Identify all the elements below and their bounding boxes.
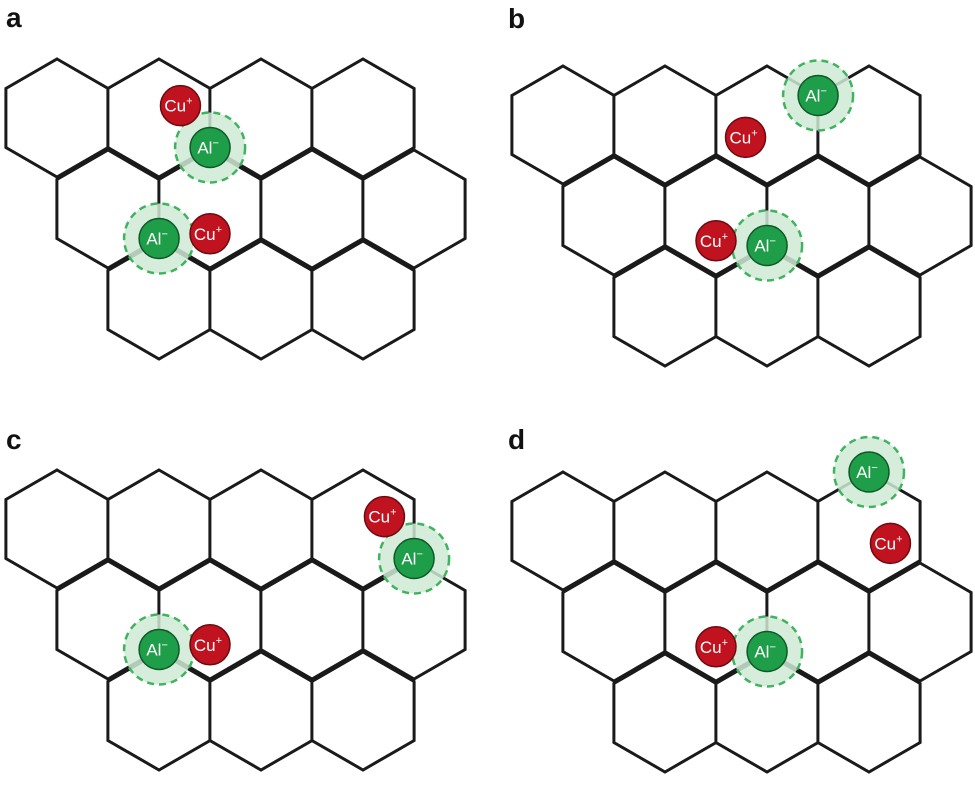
al-ion-label: Al− [401,549,423,569]
al-ion-ball [746,630,788,673]
al-ion: Al− [377,522,451,595]
hexagon-cell [310,650,416,772]
cu-ion-ball [869,522,912,565]
panel-label: d [508,424,526,455]
cu-ion-ball [363,495,406,538]
al-ion-ball [189,126,231,169]
hexagon-cell [867,561,973,683]
hexagon-cell [361,559,467,681]
cu-ion: Cu+ [695,220,737,262]
cu-ion: Cu+ [363,495,406,538]
cu-ion-label: Cu+ [874,533,902,553]
al-ion-ball [848,451,890,493]
cu-ion-label: Cu+ [194,224,222,244]
al-ion-ball [138,217,180,260]
panel-label: b [508,3,526,34]
al-ion: Al− [122,613,196,686]
lattice-diagram: Al− Al− Cu+ Cu+ [510,435,973,774]
cu-ion: Cu+ [159,84,202,127]
lattice-diagram: Al− Al− Cu+ Cu+ [4,468,467,772]
cu-ion-ball [189,213,231,255]
cu-ion: Cu+ [189,624,231,666]
al-ion-label: Al− [805,86,827,106]
panel-label: c [6,424,22,455]
al-ion-ball [393,537,435,580]
al-ion: Al− [781,59,855,132]
panel-label: a [6,2,22,33]
cu-ion-ball [189,624,231,666]
al-ion: Al− [173,111,247,184]
lattice-diagram: Al− Al− Cu+ Cu+ [4,57,467,361]
cu-ion: Cu+ [695,626,737,668]
cu-ion-label: Cu+ [729,127,757,147]
hexagon-cell [310,239,416,361]
hexagon-cell [816,246,922,368]
al-ion-ball [138,628,180,671]
lattice-diagram: Al− Al− Cu+ Cu+ [510,59,973,368]
cu-ion-ball [724,116,767,159]
hexagon-cell [361,148,467,270]
al-ion-label: Al− [146,640,168,660]
al-ion: Al− [730,615,804,688]
hexagon-cell [816,652,922,774]
al-ion-ball [746,224,788,267]
cu-ion-ball [695,220,737,262]
cu-ion: Cu+ [189,213,231,255]
al-ion-label: Al− [754,642,776,662]
hexagon-cell [310,57,416,179]
cu-ion-label: Cu+ [700,231,728,251]
cu-ion-label: Cu+ [164,96,192,116]
cu-ion-ball [159,84,202,127]
al-ion: Al− [832,435,906,509]
hexagon-cell [867,155,973,277]
al-ion-label: Al− [856,462,878,482]
al-ion-label: Al− [197,138,219,158]
cu-ion: Cu+ [869,522,912,565]
al-ion-label: Al− [754,236,776,256]
al-ion-ball [797,74,839,117]
al-ion: Al− [122,202,196,275]
cu-ion-label: Cu+ [700,637,728,657]
al-ion-label: Al− [146,229,168,249]
cu-ion-label: Cu+ [368,507,396,527]
cu-ion-label: Cu+ [194,635,222,655]
cu-ion-ball [695,626,737,668]
al-ion: Al− [730,209,804,282]
cu-ion: Cu+ [724,116,767,159]
